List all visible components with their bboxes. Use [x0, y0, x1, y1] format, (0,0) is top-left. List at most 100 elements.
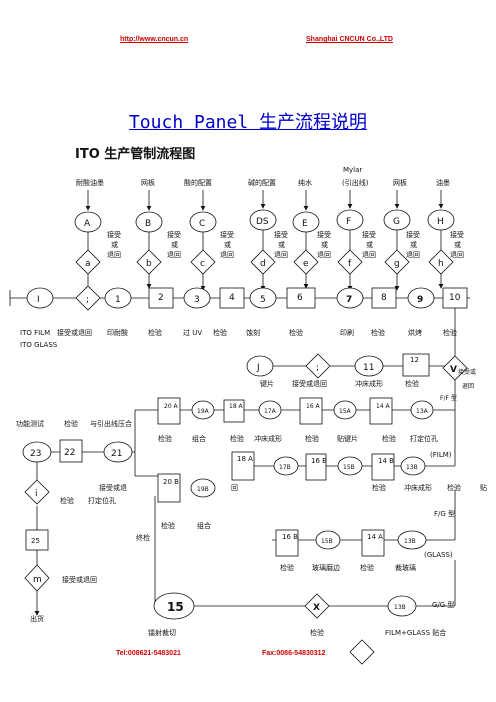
footer-tel: Tel:008621-5483021	[116, 650, 181, 657]
step-20a: 20 A	[164, 403, 179, 410]
step-14a-5: 14 A	[367, 533, 383, 541]
label-key: 键片	[260, 379, 274, 388]
label-check-4a: 检验	[372, 483, 386, 492]
label-hole: 打定位孔	[410, 434, 438, 443]
label-accept-reject-2: 接受或退回	[292, 379, 327, 388]
material-acid-ink: 耐酸油墨	[76, 178, 104, 187]
material-alkali-config: 碱的配置	[248, 178, 276, 187]
step-3: 3	[194, 295, 200, 305]
label-shipping: 出货	[30, 614, 44, 623]
accept-3: 接受	[220, 230, 234, 239]
or-4: 或	[278, 240, 285, 249]
label-uv: 过 UV	[183, 328, 202, 337]
input-b: B	[145, 219, 151, 229]
step-13a: 13A	[416, 408, 429, 415]
input-g: G	[393, 217, 400, 227]
row2-j: J	[256, 363, 260, 373]
step-i: I	[37, 295, 40, 305]
label-function-test: 功能测试	[16, 419, 44, 428]
check-x: X	[313, 603, 320, 613]
step-15b: 15B	[343, 464, 355, 471]
footer-diamond	[349, 639, 375, 665]
input-ds: DS	[256, 217, 269, 227]
label-film-glass: FILM+GLASS 贴合	[385, 628, 446, 637]
step-5: 5	[260, 295, 266, 305]
row2-12: 12	[410, 356, 419, 364]
accept-1: 接受	[107, 230, 121, 239]
step-17b: 17B	[279, 464, 291, 471]
label-accept-reject-6: 接受或退回	[62, 575, 97, 584]
step-13b-5: 13B	[404, 538, 416, 545]
row5: 25 16 B 15B 14 A 13B (GLASS) 检验 玻璃磨边 检验 …	[25, 529, 453, 572]
accept-5: 接受	[317, 230, 331, 239]
input-e: E	[302, 219, 308, 229]
label-check-row2: 检验	[405, 379, 419, 388]
label-check-3a: 检验	[64, 419, 78, 428]
check-g: g	[394, 259, 400, 269]
return-8: 退回	[450, 250, 464, 259]
check-i: i	[35, 489, 38, 499]
accept-4: 接受	[274, 230, 288, 239]
accept-7: 接受	[406, 230, 420, 239]
step-13b-6: 13B	[394, 604, 406, 611]
label-glass: (GLASS)	[424, 551, 453, 559]
row2-v: V	[450, 365, 457, 375]
label-punch: 冲床成形	[355, 379, 383, 388]
check-e: e	[303, 259, 309, 269]
material-ink: 油墨	[436, 178, 450, 187]
step-15a: 15A	[339, 408, 352, 415]
label-ito-glass: ITO GLASS	[20, 341, 58, 349]
return-5: 退回	[317, 250, 331, 259]
company-name[interactable]: Shanghai CNCUN Co.,LTD	[306, 36, 393, 43]
check-diamonds: a b c d e f g h	[75, 249, 454, 275]
input-h: H	[437, 217, 444, 227]
material-pure-water: 纯水	[298, 178, 312, 187]
or-8: 或	[454, 240, 461, 249]
label-punch-4: 冲床成形	[404, 483, 432, 492]
label-return: 退回	[462, 382, 474, 390]
label-laser-cut: 镭射裁切	[148, 628, 176, 637]
step-13b: 13B	[406, 464, 418, 471]
step-7: 7	[346, 295, 352, 305]
step-16b-5: 16 B	[282, 533, 298, 541]
row4-labels: 接受或退 回 检验 冲床成形 检验 贴 检验 打定位孔 F/G 型 检验 组合 …	[60, 483, 487, 542]
label-hole-4: 打定位孔	[88, 496, 116, 505]
step-16b: 16 B	[311, 457, 327, 465]
check-h: h	[438, 259, 444, 269]
label-check-3e: 检验	[382, 434, 396, 443]
or-3: 或	[224, 240, 231, 249]
step-19a: 19A	[197, 408, 210, 415]
label-check-4d: 检验	[161, 521, 175, 530]
label-check-4b: 检验	[447, 483, 461, 492]
website-link[interactable]: http://www.cncun.cn	[120, 36, 189, 43]
row2-semicolon: ;	[316, 363, 319, 373]
accept-8: 接受	[450, 230, 464, 239]
label-check-5: 检验	[443, 328, 457, 337]
return-6: 退回	[362, 250, 376, 259]
return-4: 退回	[274, 250, 288, 259]
label-assemble: 组合	[192, 434, 206, 443]
label-check-6: 检验	[310, 628, 324, 637]
step-14a: 14 A	[376, 403, 391, 410]
label-check-5b: 检验	[360, 563, 374, 572]
step-20b: 20 B	[163, 478, 179, 486]
label-check-2: 检验	[213, 328, 227, 337]
or-2: 或	[171, 240, 178, 249]
gg-type: G/G 型	[432, 600, 454, 609]
label-cut-glass: 裁玻璃	[395, 563, 416, 572]
return-2: 退回	[167, 250, 181, 259]
step-8: 8	[381, 293, 387, 303]
row4: 23 22 21 (FILM) 18 A 17B 16 B 15B 14 B 1…	[22, 439, 452, 505]
step-19b: 19B	[197, 486, 209, 493]
label-back: 回	[231, 484, 238, 492]
step-15: 15	[167, 600, 184, 614]
input-c: C	[199, 219, 205, 229]
input-a: A	[84, 219, 91, 229]
material-mesh-2: 网板	[393, 178, 407, 187]
label-lead-press: 与引出线压合	[90, 419, 132, 428]
step-14b: 14 B	[378, 457, 394, 465]
step-10: 10	[449, 293, 461, 303]
label-check-1: 检验	[148, 328, 162, 337]
accept-6: 接受	[362, 230, 376, 239]
